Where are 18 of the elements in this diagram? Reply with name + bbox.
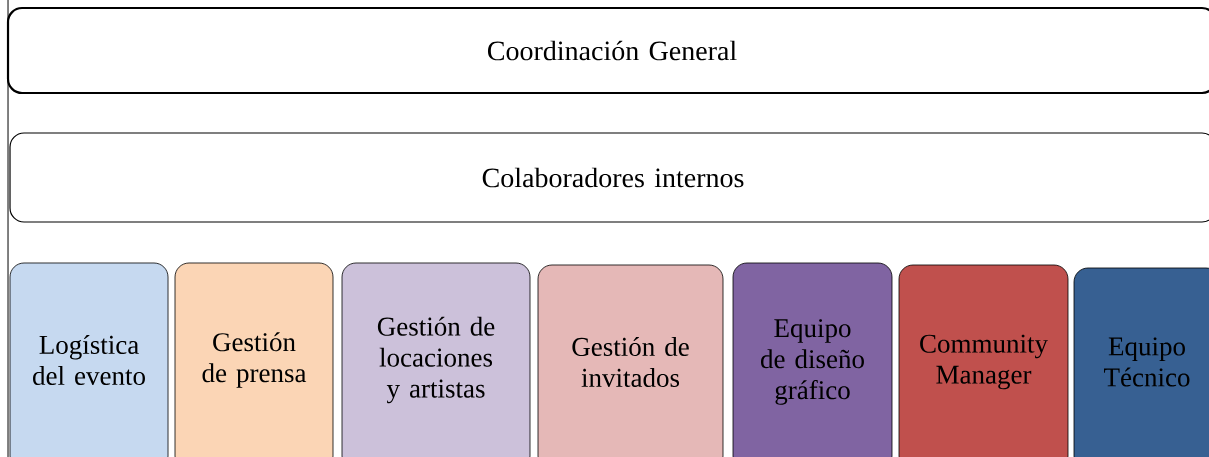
team-box (174, 262, 334, 457)
team-box (9, 262, 169, 457)
box-label: Coordinación General (488, 40, 737, 61)
team-box (341, 262, 531, 457)
box-label: Colaboradores internos (482, 167, 744, 188)
team-box (537, 264, 724, 457)
box-label: Logística del evento (33, 334, 145, 385)
box-label: Gestión de locaciones y artistas (377, 316, 495, 404)
box-label: Equipo Técnico (1104, 337, 1190, 387)
box-label: Community Manager (920, 334, 1048, 390)
heading-box (9, 132, 1209, 223)
box-label: Equipo de diseño gráfico (761, 319, 864, 405)
heading-box (6, 6, 1209, 95)
team-box (1073, 267, 1209, 457)
team-box (732, 262, 893, 457)
box-label: Gestión de invitados (572, 336, 689, 387)
team-box (898, 264, 1069, 457)
box-label: Gestión de prensa (202, 332, 307, 388)
